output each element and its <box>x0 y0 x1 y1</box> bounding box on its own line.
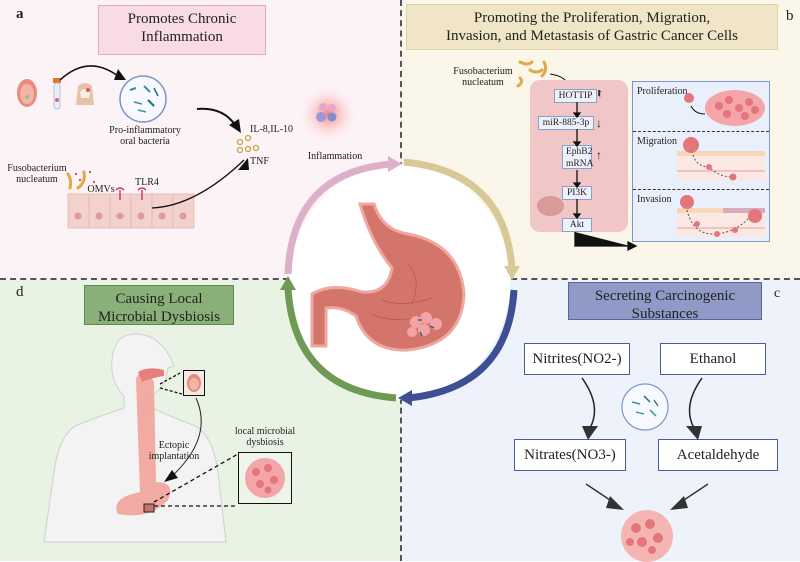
cycle-arrowhead-tan <box>504 266 520 280</box>
conversion-arrows <box>581 377 703 440</box>
panel-letter: d <box>16 284 24 300</box>
local-dysbiosis-label: local microbial dysbiosis <box>234 426 296 448</box>
tnf-label: TNF <box>250 156 269 167</box>
up-arrow-icon: ↑ <box>597 86 603 100</box>
inflammation-icon <box>298 84 358 144</box>
convergence-arrows <box>585 483 709 510</box>
cycle-arrow-navy <box>407 289 518 402</box>
outcome-migration: Migration <box>637 136 677 147</box>
panel-letter: a <box>16 6 24 22</box>
omvs-label: OMVs <box>87 184 115 195</box>
nitrites-box: Nitrites(NO2-) <box>524 343 630 375</box>
divider <box>633 131 769 132</box>
nitrates-box: Nitrates(NO3-) <box>514 439 626 471</box>
cycle-arrowhead-navy <box>398 390 412 406</box>
fusobacterium-label: Fusobacterium nucleatum <box>453 66 513 88</box>
arrow-icon <box>196 107 241 133</box>
fusobacterium-icon <box>66 170 96 190</box>
callout-dashed-lines <box>153 453 239 507</box>
ethanol-box: Ethanol <box>660 343 766 375</box>
panel-c-carcinogenic-substances: Secreting Carcinogenic Substances c Nitr… <box>400 280 800 562</box>
callout-dashed-lines <box>159 371 183 395</box>
cytokines-label: IL-8,IL-10 <box>250 124 294 135</box>
acetaldehyde-box: Acetaldehyde <box>658 439 778 471</box>
cytokine-icon <box>236 134 260 154</box>
up-arrow-icon: ↑ <box>596 148 602 162</box>
panel-a-title: Promotes Chronic Inflammation <box>98 5 266 55</box>
outcome-invasion: Invasion <box>637 194 672 205</box>
tumor-cells-icon <box>621 510 673 562</box>
epithelium-cells-icon <box>67 159 245 229</box>
mouth-icon <box>17 79 37 107</box>
panel-letter: b <box>786 8 794 24</box>
fusobacterium-label: Fusobacterium nucleatum <box>7 163 67 185</box>
outcomes-box: Proliferation Migration Invasion <box>632 81 770 242</box>
panel-letter: c <box>774 286 781 301</box>
mouth-icon <box>187 374 201 392</box>
oral-bacteria-icon <box>119 75 167 123</box>
sample-tube-icon <box>53 78 61 110</box>
pathway-arrows <box>572 90 638 252</box>
arrow-head-icon <box>238 158 249 170</box>
pathway-node-mir885: miR-885-3p <box>538 116 594 130</box>
cycle-arrow-green <box>284 287 397 402</box>
panel-a-chronic-inflammation: a Promotes Chronic Inflammation Pro-infl… <box>0 0 400 280</box>
invasion-tissue-icon <box>677 195 765 237</box>
ectopic-arrow-icon <box>164 397 202 482</box>
proliferation-cells-icon <box>684 90 765 126</box>
outcome-proliferation: Proliferation <box>637 86 688 97</box>
divider <box>633 189 769 190</box>
cycle-arrows <box>280 156 520 406</box>
tooth-icon <box>76 83 94 105</box>
arrow-icon <box>59 65 126 81</box>
cycle-arrowhead-green <box>280 276 296 290</box>
tlr4-label: TLR4 <box>135 177 159 188</box>
panel-d-title: Causing Local Microbial Dysbiosis <box>84 285 234 325</box>
panel-b-title: Promoting the Proliferation, Migration, … <box>406 4 778 50</box>
down-arrow-icon: ↓ <box>596 116 602 130</box>
dysbiosis-zoom-box <box>238 452 292 504</box>
inflammation-label: Inflammation <box>307 151 363 162</box>
mouth-zoom-box <box>183 370 205 396</box>
pro-inflammatory-bacteria-label: Pro-inflammatory oral bacteria <box>109 125 181 147</box>
tumor-cells-icon <box>245 458 285 498</box>
pathway-node-hottip: HOTTIP <box>554 89 597 103</box>
panel-c-title: Secreting Carcinogenic Substances <box>568 282 762 322</box>
cycle-arrowhead-pink <box>388 156 402 172</box>
migration-tissue-icon <box>677 137 765 181</box>
ectopic-implantation-label: Ectopic implantation <box>148 440 200 462</box>
nucleus-icon <box>537 196 564 216</box>
stomach-icon <box>310 202 466 352</box>
cycle-arrow-tan <box>403 158 516 271</box>
bacteria-icon <box>621 383 669 431</box>
human-body-icon <box>43 333 227 543</box>
cycle-arrow-pink <box>284 160 393 275</box>
